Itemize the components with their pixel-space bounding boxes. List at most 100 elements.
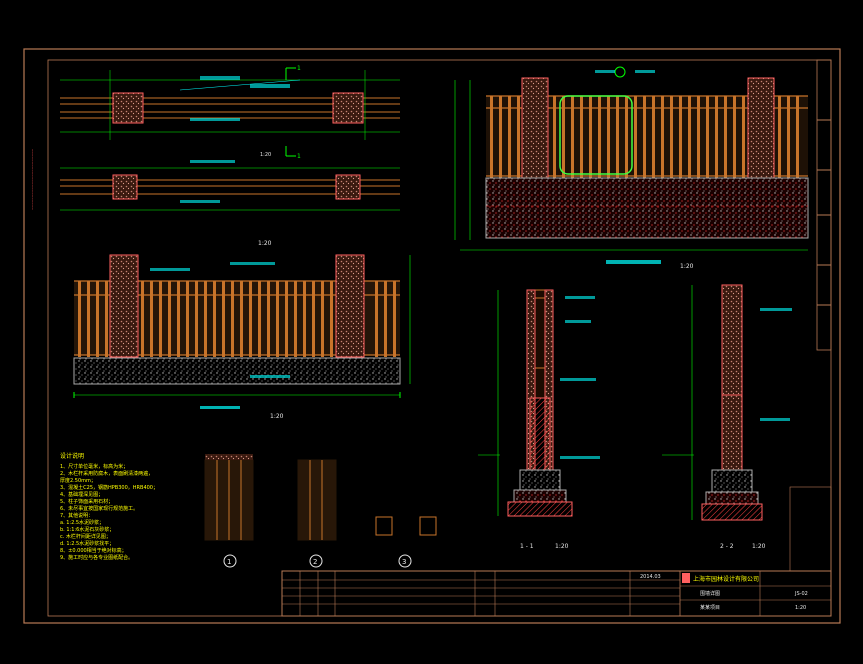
note-line: d. 1:2.5水泥砂浆找平； [60,540,114,547]
notes-title: 设计说明 [60,452,84,460]
drawing-frame-outer [23,48,841,624]
revision-strip [816,59,832,351]
note-line: a. 1:2.5水泥砂浆； [60,519,104,526]
side-binding-text: ‒‒‒‒‒‒‒‒‒‒‒‒‒‒‒‒‒‒‒‒‒‒‒‒ [30,148,35,210]
section-b-label: 2 - 2 [720,543,734,550]
fence-picket [553,96,556,178]
section-a-scale: 1:20 [555,543,569,550]
fence-picket [580,96,583,178]
fence-picket [276,281,279,357]
front-elevation-right: 1:20 [454,66,809,270]
section-2-2: 2 - 2 1:20 [662,284,792,550]
fence-picket [231,281,234,357]
fence-picket [78,281,81,357]
fence-picket [499,96,502,178]
plan-view-second [60,160,400,211]
fence-picket [96,281,99,357]
fence-picket [375,281,378,357]
note-line: 厚度2.50mm； [60,477,96,484]
detail-panel-3: 3 [375,516,437,568]
section-b-scale: 1:20 [752,543,766,550]
fence-picket [706,96,709,178]
fence-picket [724,96,727,178]
fence-picket [87,281,90,357]
fence-picket [562,96,565,178]
fence-picket [294,281,297,357]
fence-picket [598,96,601,178]
title-date: 2014.03 [640,574,661,580]
sheet-number: JS-02 [794,591,808,597]
fence-picket [168,281,171,357]
section-mark-top: 1 [297,65,301,72]
fence-picket [393,281,396,357]
fence-picket [571,96,574,178]
detail-panel-2: 2 [297,459,337,568]
fence-picket [733,96,736,178]
fence-picket [652,96,655,178]
front-elevation-left: 1:20 1:20 [73,240,411,420]
fence-picket [778,96,781,178]
note-line: 8、±0.000相当于绝对标高； [60,547,127,554]
detail-3-number: 3 [402,558,406,566]
fence-picket [679,96,682,178]
fence-picket [589,96,592,178]
drawing-name: 围墙详图 [700,590,720,597]
note-line: 5、柱子饰面采用石材； [60,498,113,505]
note-line: c. 木栏杆间距详见图； [60,533,111,540]
fence-picket [258,281,261,357]
note-line: 7、其他说明： [60,512,93,519]
note-line: 1、尺寸单位毫米，标高为米； [60,463,128,470]
fence-picket [240,281,243,357]
fence-picket [490,96,493,178]
section-mark-bottom: 1 [297,153,301,160]
project-name: 某某项目 [700,605,720,611]
note-line: 4、基础埋深见图； [60,491,103,498]
plan-view-top: 1 1 1:20 [60,65,400,160]
fence-picket [508,96,511,178]
fence-picket [303,281,306,357]
fence-picket [384,281,387,357]
fence-picket [105,281,108,357]
fence-picket [670,96,673,178]
fence-picket [213,281,216,357]
fence-picket [330,281,333,357]
fence-picket [249,281,252,357]
note-line: 9、施工时应与各专业图纸配合。 [60,554,133,561]
fence-picket [715,96,718,178]
elevation-scale-label: 1:20 [270,413,284,420]
title-scale: 1:20 [795,605,806,611]
fence-picket [321,281,324,357]
fence-picket [634,96,637,178]
fence-picket [150,281,153,357]
note-line: 3、混凝土C25，钢筋HPB300，HRB400； [60,484,158,491]
title-block: 上海市园林设计有限公司 围墙详图 某某项目 JS-02 1:20 2014.03 [281,486,832,617]
fence-picket [195,281,198,357]
detail-panel-1: 1 [204,454,254,568]
fence-picket [787,96,790,178]
fence-picket [796,96,799,178]
fence-picket [177,281,180,357]
fence-picket [186,281,189,357]
note-line: 6、未尽事宜按国家现行规范施工。 [60,505,138,512]
company-name: 上海市园林设计有限公司 [693,575,759,583]
section-1-1: 1 - 1 1:20 [478,289,600,550]
fence-picket [742,96,745,178]
fence-picket [616,96,619,178]
fence-picket [607,96,610,178]
fence-picket [643,96,646,178]
section-a-label: 1 - 1 [520,543,534,550]
fence-picket [625,96,628,178]
note-line: b. 1:1:6水泥石灰砂浆； [60,526,114,533]
fence-picket [159,281,162,357]
fence-picket [312,281,315,357]
fence-picket [285,281,288,357]
fence-picket [141,281,144,357]
fence-picket [222,281,225,357]
fence-picket [661,96,664,178]
fence-picket [697,96,700,178]
fence-picket [204,281,207,357]
design-notes: 设计说明 1、尺寸单位毫米，标高为米；2、木栏杆采用防腐木，表面刷清漆两遍， 厚… [60,452,158,561]
note-line: 2、木栏杆采用防腐木，表面刷清漆两遍， [60,470,153,477]
plan-scale-label: 1:20 [260,152,271,158]
